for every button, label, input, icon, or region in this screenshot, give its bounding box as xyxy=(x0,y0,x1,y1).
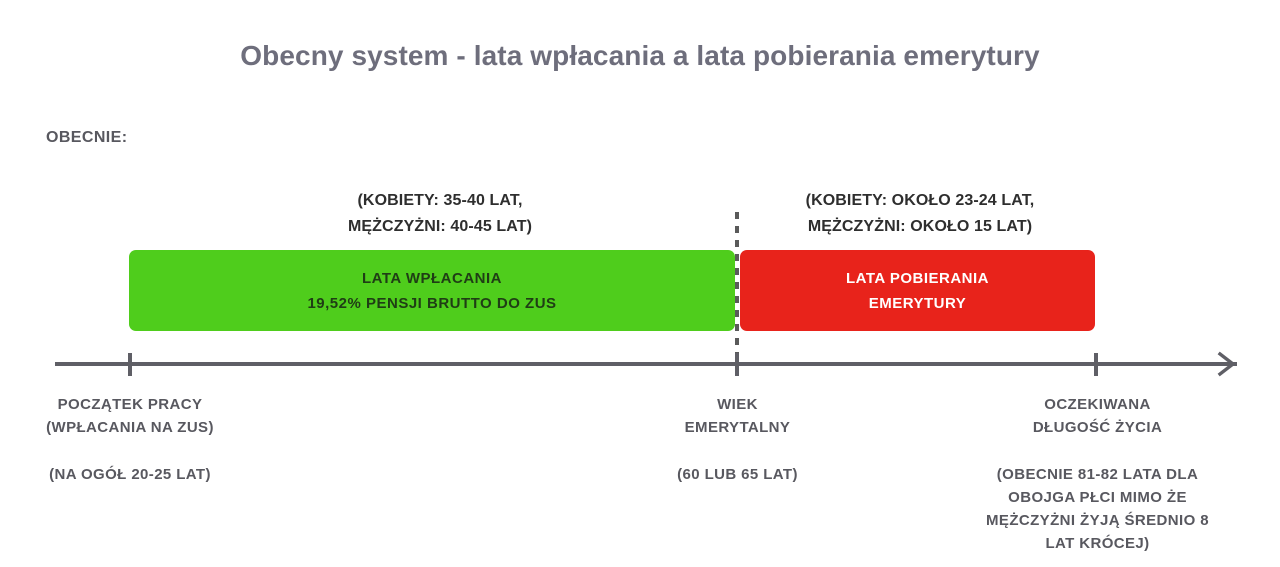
annotation-contribution-years: (KOBIETY: 35-40 LAT, MĘŻCZYŻNI: 40-45 LA… xyxy=(280,188,600,240)
caption-work-start-line-2: (WPŁACANIA NA ZUS) xyxy=(46,419,214,436)
bar-pension-label-1: LATA POBIERANIA xyxy=(845,269,990,287)
arrow-right-icon xyxy=(1217,351,1236,377)
annotation-pension-years: (KOBIETY: OKOŁO 23-24 LAT, MĘŻCZYŻNI: OK… xyxy=(755,188,1085,240)
bar-pension-years: LATA POBIERANIA EMERYTURY xyxy=(740,250,1095,331)
caption-work-start: POCZĄTEK PRACY (WPŁACANIA NA ZUS) (NA OG… xyxy=(5,393,255,486)
caption-retirement-age-line-2: EMERYTALNY xyxy=(684,419,791,436)
caption-life-expectancy-detail-3: MĘŻCZYŻNI ŻYJĄ ŚREDNIO 8 xyxy=(986,512,1209,529)
caption-retirement-age-line-1: WIEK xyxy=(717,396,758,413)
caption-life-expectancy-line-1: OCZEKIWANA xyxy=(1044,396,1151,413)
caption-work-start-line-1: POCZĄTEK PRACY xyxy=(57,396,203,413)
caption-life-expectancy-detail-2: OBOJGA PŁCI MIMO ŻE xyxy=(1008,489,1187,506)
caption-life-expectancy-detail-1: (OBECNIE 81-82 LATA DLA xyxy=(996,466,1199,483)
axis-tick-life-expectancy xyxy=(1094,353,1098,376)
caption-retirement-age-value: (60 LUB 65 LAT) xyxy=(677,466,798,483)
annotation-contribution-line-1: (KOBIETY: 35-40 LAT, xyxy=(357,192,523,209)
timeline-axis-line xyxy=(55,362,1237,366)
caption-life-expectancy-line-2: DŁUGOŚĆ ŻYCIA xyxy=(1032,419,1163,436)
bar-contribution-label-2: 19,52% PENSJI BRUTTO DO ZUS xyxy=(307,294,557,312)
axis-tick-retirement-age xyxy=(735,353,739,376)
bar-contribution-label-1: LATA WPŁACANIA xyxy=(361,269,503,287)
axis-tick-work-start xyxy=(128,353,132,376)
annotation-contribution-line-2: MĘŻCZYŻNI: 40-45 LAT) xyxy=(347,218,533,235)
annotation-pension-line-2: MĘŻCZYŻNI: OKOŁO 15 LAT) xyxy=(807,218,1033,235)
caption-work-start-age: (NA OGÓŁ 20-25 LAT) xyxy=(49,466,211,483)
caption-life-expectancy: OCZEKIWANA DŁUGOŚĆ ŻYCIA (OBECNIE 81-82 … xyxy=(935,393,1260,555)
period-label: OBECNIE: xyxy=(46,129,128,146)
bar-pension-label-2: EMERYTURY xyxy=(868,294,967,312)
annotation-pension-line-1: (KOBIETY: OKOŁO 23-24 LAT, xyxy=(805,192,1035,209)
caption-retirement-age: WIEK EMERYTALNY (60 LUB 65 LAT) xyxy=(635,393,840,486)
retirement-age-divider-line xyxy=(735,212,739,365)
caption-life-expectancy-detail-4: LAT KRÓCEJ) xyxy=(1045,535,1150,552)
page-title: Obecny system - lata wpłacania a lata po… xyxy=(240,40,1040,71)
bar-contribution-years: LATA WPŁACANIA 19,52% PENSJI BRUTTO DO Z… xyxy=(129,250,735,331)
